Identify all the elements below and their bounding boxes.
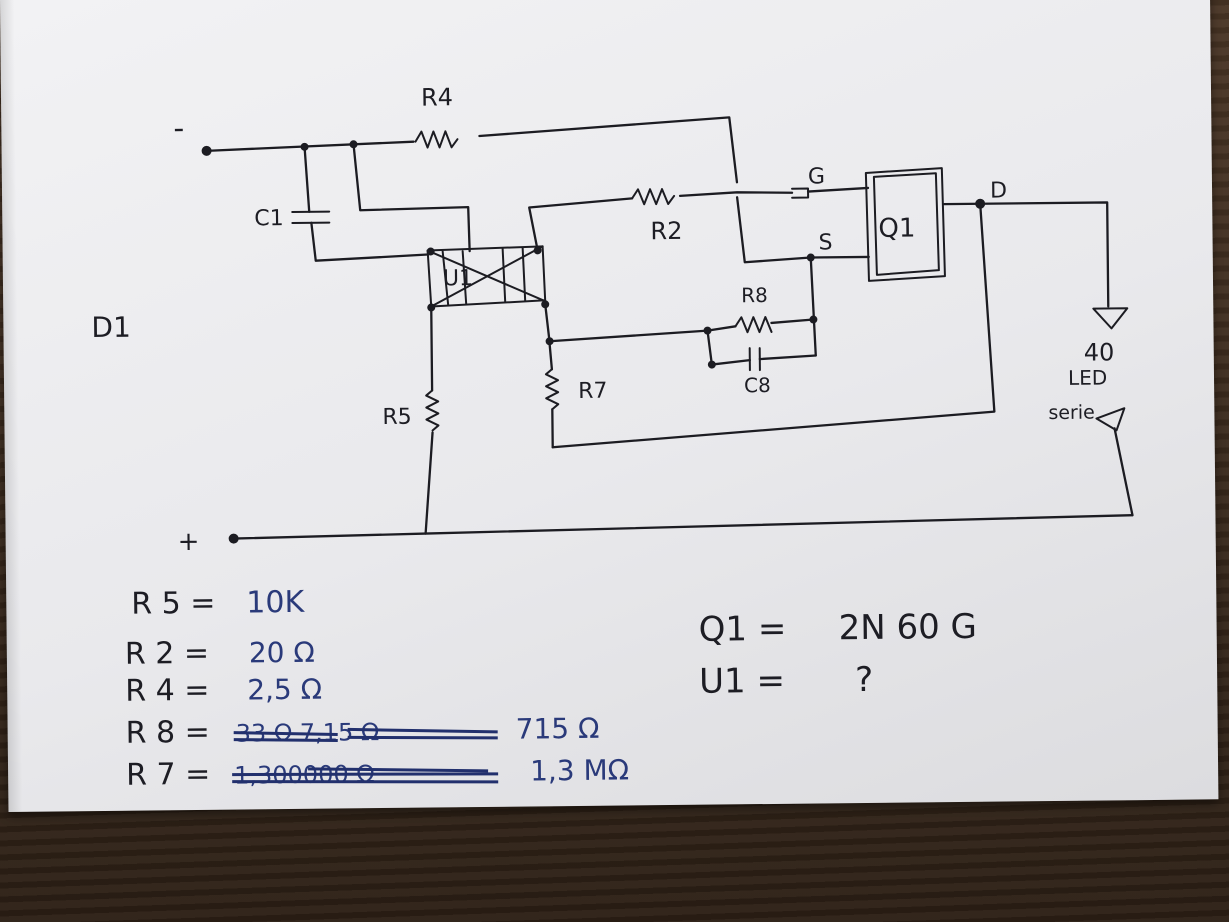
label-led-word: LED — [1068, 365, 1107, 389]
value-row-value: 10K — [246, 585, 306, 621]
wire-u1-to-r5 — [430, 306, 434, 392]
wire-c1-bottom — [310, 221, 429, 262]
u1-hatch — [426, 245, 545, 308]
wire-positive-rail — [232, 514, 1134, 540]
value-row-value: 20 Ω — [249, 636, 315, 670]
resistor-r2-symbol — [631, 188, 676, 206]
resistor-r7-symbol — [544, 368, 560, 411]
label-r7: R7 — [578, 379, 608, 404]
terminal-plus-label: + — [178, 527, 200, 557]
terminal-minus-label: - — [173, 111, 184, 146]
capacitor-c8-plates — [748, 347, 761, 372]
label-r5: R5 — [382, 405, 412, 430]
q1-inner — [872, 172, 940, 276]
wire-r7 — [548, 343, 554, 449]
wire-to-r8c8 — [548, 329, 709, 343]
label-led-count: 40 — [1084, 338, 1115, 366]
note-value: ? — [855, 660, 873, 700]
label-drain: D — [990, 178, 1007, 203]
strike-through-r7 — [232, 767, 499, 784]
wire-c1-top — [303, 145, 311, 213]
wire-source-return — [735, 196, 870, 264]
wire-u1-to-r2 — [528, 197, 634, 252]
label-q1: Q1 — [878, 213, 915, 243]
note-name: Q1 = — [698, 609, 786, 650]
wire-r4-to-right — [478, 116, 739, 184]
wire-drain-return — [551, 202, 996, 449]
label-gate: G — [808, 164, 825, 189]
label-r8: R8 — [741, 283, 768, 307]
label-d1: D1 — [91, 311, 131, 344]
label-r4: R4 — [421, 83, 453, 111]
wire-c8 — [710, 354, 817, 366]
label-source: S — [818, 230, 832, 255]
value-row-name: R 7 = — [126, 757, 211, 793]
label-c1: C1 — [254, 206, 284, 231]
wire-r5-to-plus — [424, 431, 434, 535]
value-row-name: R 2 = — [125, 636, 210, 672]
terminal-minus-dot — [201, 145, 212, 156]
label-led-serie: serie — [1048, 402, 1095, 424]
led-bottom-symbol — [1095, 407, 1126, 432]
value-row-r5: R 5 = 10K — [131, 585, 306, 622]
label-r2: R2 — [650, 217, 682, 245]
wire-gate-to-q1 — [806, 186, 870, 193]
wire-u1-to-r7-junction — [544, 303, 551, 344]
note-value: 2N 60 G — [838, 607, 977, 648]
note-q1: Q1 = 2N 60 G — [698, 607, 977, 650]
value-row-r8: R 8 = 33 Ω 7,15 Ω 715 Ω — [126, 712, 600, 751]
resistor-r8-symbol — [734, 316, 773, 334]
label-u1: U1 — [443, 266, 473, 291]
wire-r8 — [706, 318, 815, 332]
wire-r8c8-left — [706, 329, 714, 366]
wire-r8c8-right — [809, 256, 817, 357]
value-row-value: 2,5 Ω — [247, 673, 322, 707]
value-row-value: 1,3 MΩ — [530, 753, 629, 787]
value-row-r2: R 2 = 20 Ω — [125, 636, 315, 672]
value-row-r4: R 4 = 2,5 Ω — [125, 673, 322, 709]
note-name: U1 = — [699, 661, 785, 702]
wire-u1-feed — [352, 143, 471, 253]
value-row-r7: R 7 = 1,300000 Ω 1,3 MΩ — [126, 753, 629, 793]
circuit-schematic: - + D1 R4 C1 U1 R2 G D S Q1 R8 C8 R7 R5 … — [91, 83, 1134, 793]
wire-led-to-plus — [1113, 427, 1134, 517]
wire-negative-rail — [205, 140, 415, 152]
wire-r2-to-gate — [678, 191, 794, 198]
u1-pin1-dot — [426, 247, 435, 256]
value-row-name: R 5 = — [131, 586, 216, 622]
resistor-r4-symbol — [414, 130, 459, 149]
value-row-name: R 4 = — [125, 673, 210, 709]
gate-terminal — [791, 187, 810, 199]
led-top-symbol — [1092, 307, 1129, 330]
label-c8: C8 — [744, 373, 771, 397]
resistor-r5-symbol — [425, 389, 440, 432]
wire-drain-to-led — [943, 201, 1110, 308]
note-u1: U1 = ? — [699, 660, 873, 702]
component-values-list: R 5 = 10K R 2 = 20 Ω R 4 = 2,5 Ω R 8 = 3… — [125, 585, 630, 793]
value-row-name: R 8 = — [126, 715, 211, 751]
capacitor-c1-plates — [291, 210, 331, 224]
value-row-value: 715 Ω — [515, 712, 599, 746]
notes-list: Q1 = 2N 60 G U1 = ? — [698, 607, 977, 702]
strike-through-r8 — [233, 727, 498, 743]
q1-body — [864, 167, 946, 282]
paper-sheet: - + D1 R4 C1 U1 R2 G D S Q1 R8 C8 R7 R5 … — [0, 0, 1219, 812]
